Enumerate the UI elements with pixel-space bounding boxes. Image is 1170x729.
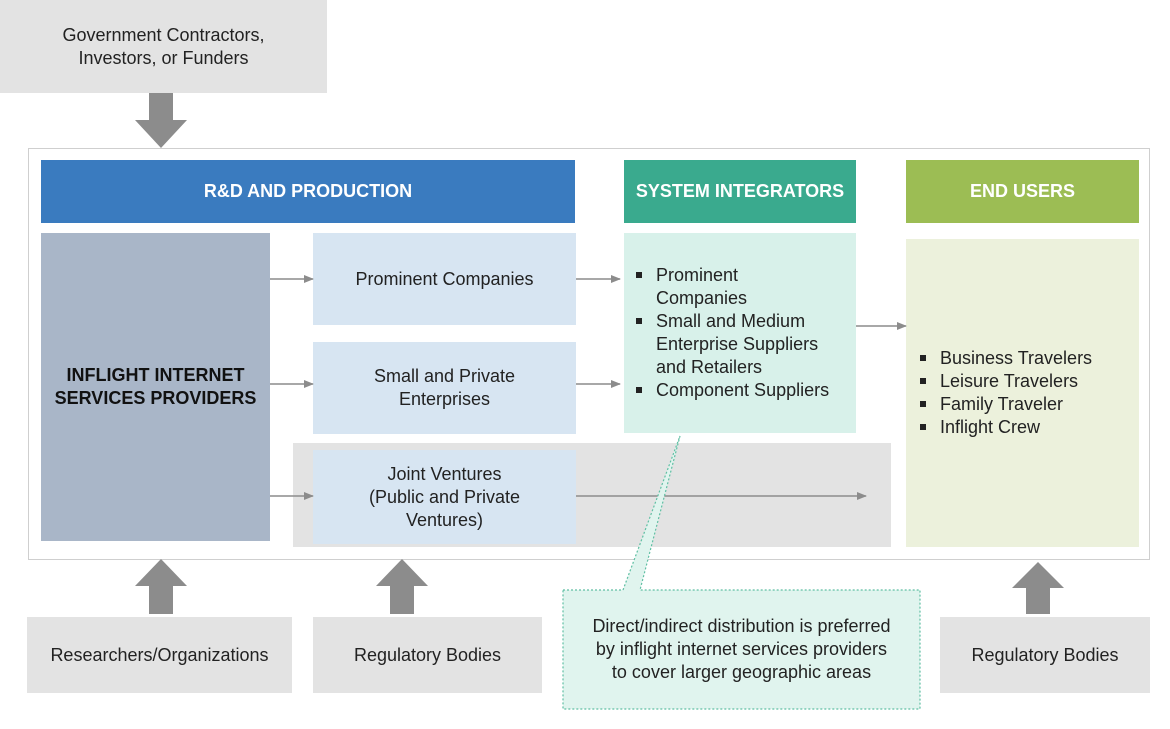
regulatory-left-label: Regulatory Bodies bbox=[353, 644, 502, 665]
callout-box: Direct/indirect distribution is preferre… bbox=[563, 592, 920, 707]
researchers-box: Researchers/Organizations bbox=[27, 617, 292, 693]
up-arrow-regulatory-left bbox=[376, 559, 428, 614]
down-arrow-funders bbox=[135, 93, 187, 148]
end-user-item: Family Traveler bbox=[918, 393, 1133, 416]
integrator-item: Small and Medium Enterprise Suppliers an… bbox=[634, 310, 849, 379]
regulatory-right-label: Regulatory Bodies bbox=[971, 644, 1119, 665]
rd-production-header: R&D AND PRODUCTION bbox=[41, 160, 575, 223]
end-user-item: Inflight Crew bbox=[918, 416, 1133, 439]
providers-label: INFLIGHT INTERNET SERVICES PROVIDERS bbox=[54, 365, 257, 408]
end-user-item: Leisure Travelers bbox=[918, 370, 1133, 393]
small-private-label: Small and Private Enterprises bbox=[373, 366, 516, 409]
researchers-label: Researchers/Organizations bbox=[50, 644, 269, 665]
integrators-box bbox=[624, 233, 856, 433]
integrators-list: Prominent Companies Small and Medium Ent… bbox=[634, 264, 849, 402]
regulatory-right-box: Regulatory Bodies bbox=[940, 617, 1150, 693]
integrator-item: Component Suppliers bbox=[634, 379, 849, 402]
prominent-companies-label: Prominent Companies bbox=[355, 268, 534, 289]
end-user-item: Business Travelers bbox=[918, 347, 1133, 370]
joint-ventures-box: Joint Ventures (Public and Private Ventu… bbox=[313, 450, 576, 544]
system-integrators-header: SYSTEM INTEGRATORS bbox=[624, 160, 856, 223]
callout-shape bbox=[562, 435, 921, 710]
providers-box: INFLIGHT INTERNET SERVICES PROVIDERS bbox=[41, 233, 270, 541]
funders-box: Government Contractors, Investors, or Fu… bbox=[0, 0, 327, 93]
callout-text: Direct/indirect distribution is preferre… bbox=[592, 616, 891, 682]
end-users-header-label: END USERS bbox=[969, 181, 1076, 201]
integrator-item: Prominent Companies bbox=[634, 264, 849, 310]
joint-ventures-label: Joint Ventures (Public and Private Ventu… bbox=[368, 463, 521, 530]
main-frame bbox=[28, 148, 1150, 560]
funders-label: Government Contractors, Investors, or Fu… bbox=[62, 24, 265, 68]
small-private-box: Small and Private Enterprises bbox=[313, 342, 576, 434]
regulatory-left-box: Regulatory Bodies bbox=[313, 617, 542, 693]
system-integrators-header-label: SYSTEM INTEGRATORS bbox=[635, 181, 845, 201]
up-arrow-regulatory-right bbox=[1012, 562, 1064, 614]
end-users-list: Business Travelers Leisure Travelers Fam… bbox=[918, 347, 1133, 439]
rd-production-header-label: R&D AND PRODUCTION bbox=[203, 181, 413, 201]
up-arrow-researchers bbox=[135, 559, 187, 614]
prominent-companies-box: Prominent Companies bbox=[313, 233, 576, 325]
end-users-header: END USERS bbox=[906, 160, 1139, 223]
end-users-box bbox=[906, 239, 1139, 547]
